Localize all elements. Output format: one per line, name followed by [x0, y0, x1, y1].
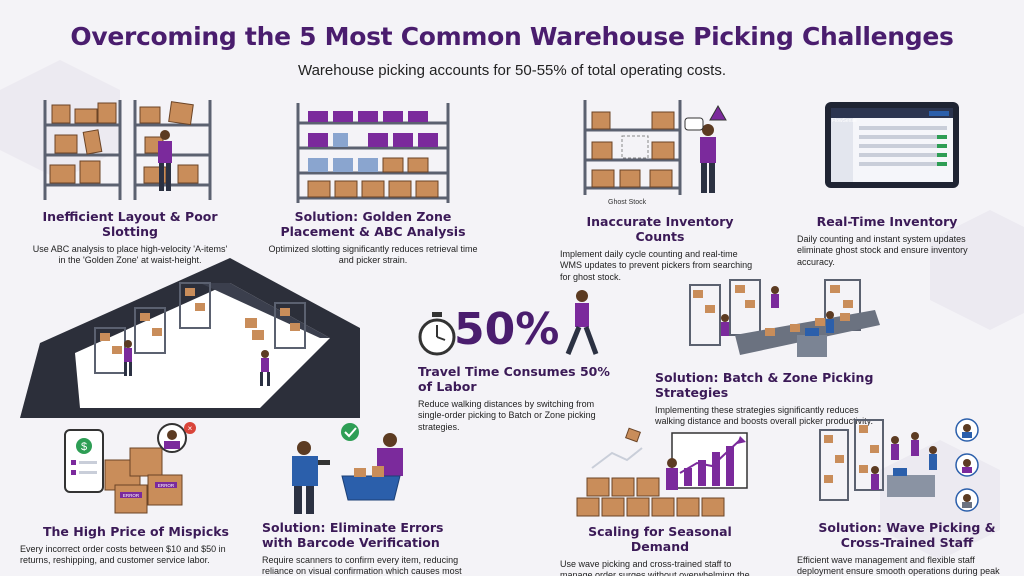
- inventory-count-illustration: [583, 100, 727, 195]
- seasonal-body: Use wave picking and cross-trained staff…: [560, 559, 750, 576]
- seasonal-title: Scaling for Seasonal Demand: [588, 524, 732, 554]
- layout-body: Use ABC analysis to place high-velocity …: [32, 244, 228, 266]
- svg-text:$: $: [81, 441, 87, 453]
- batch-title: Solution: Batch & Zone Picking Strategie…: [655, 370, 874, 400]
- scanner-worker: [292, 441, 330, 514]
- golden-zone-title: Solution: Golden Zone Placement & ABC An…: [280, 209, 466, 239]
- mispicks-illustration: $ ERROR ERROR ×: [64, 422, 196, 514]
- wave-body: Efficient wave management and flexible s…: [797, 555, 1000, 576]
- travel-title: Travel Time Consumes 50% of Labor: [418, 364, 610, 394]
- inventory-title: Inaccurate Inventory Counts: [586, 214, 734, 244]
- wave-title: Solution: Wave Picking & Cross-Trained S…: [818, 520, 996, 550]
- stopwatch-icon: [418, 312, 456, 356]
- organized-shelves-illustration: [296, 103, 450, 203]
- tablet-illustration: [825, 102, 959, 188]
- svg-text:ERROR: ERROR: [158, 483, 175, 488]
- warehouse-floor-illustration: [20, 258, 360, 418]
- barcode-body: Require scanners to confirm every item, …: [262, 555, 462, 576]
- counting-worker: [700, 124, 716, 193]
- realtime-title: Real-Time Inventory: [816, 214, 958, 229]
- page-subtitle: Warehouse picking accounts for 50-55% of…: [297, 62, 726, 79]
- seasonal-demand-illustration: [576, 427, 748, 517]
- walking-worker-icon: [565, 290, 599, 355]
- barcode-title: Solution: Eliminate Errors with Barcode …: [262, 520, 444, 550]
- walking-worker-figures: [124, 340, 270, 386]
- page-title: Overcoming the 5 Most Common Warehouse P…: [70, 22, 954, 51]
- inventory-body: Implement daily cycle counting and real-…: [560, 249, 753, 282]
- realtime-body: Daily counting and instant system update…: [797, 234, 968, 267]
- wave-picking-illustration: [819, 418, 979, 512]
- tablet-app-title: FlowSense: [832, 118, 857, 124]
- worker-figure: [158, 130, 172, 191]
- barcode-scanning-illustration: [292, 423, 403, 514]
- svg-text:ERROR: ERROR: [123, 493, 140, 498]
- golden-zone-body: Optimized slotting significantly reduces…: [268, 244, 478, 266]
- travel-big-number: 50%: [454, 304, 560, 355]
- travel-body: Reduce walking distances by switching fr…: [418, 399, 596, 432]
- batch-body: Implementing these strategies significan…: [655, 405, 873, 427]
- helper-worker: [377, 433, 403, 476]
- ghost-stock-label: Ghost Stock: [608, 199, 647, 206]
- svg-text:×: ×: [188, 424, 193, 433]
- cluttered-shelves-illustration: [43, 100, 212, 200]
- mispicks-body: Every incorrect order costs between $10 …: [20, 544, 226, 566]
- mispicks-title: The High Price of Mispicks: [43, 524, 229, 539]
- layout-title: Inefficient Layout & Poor Slotting: [42, 209, 218, 239]
- batch-zone-illustration: [689, 279, 880, 357]
